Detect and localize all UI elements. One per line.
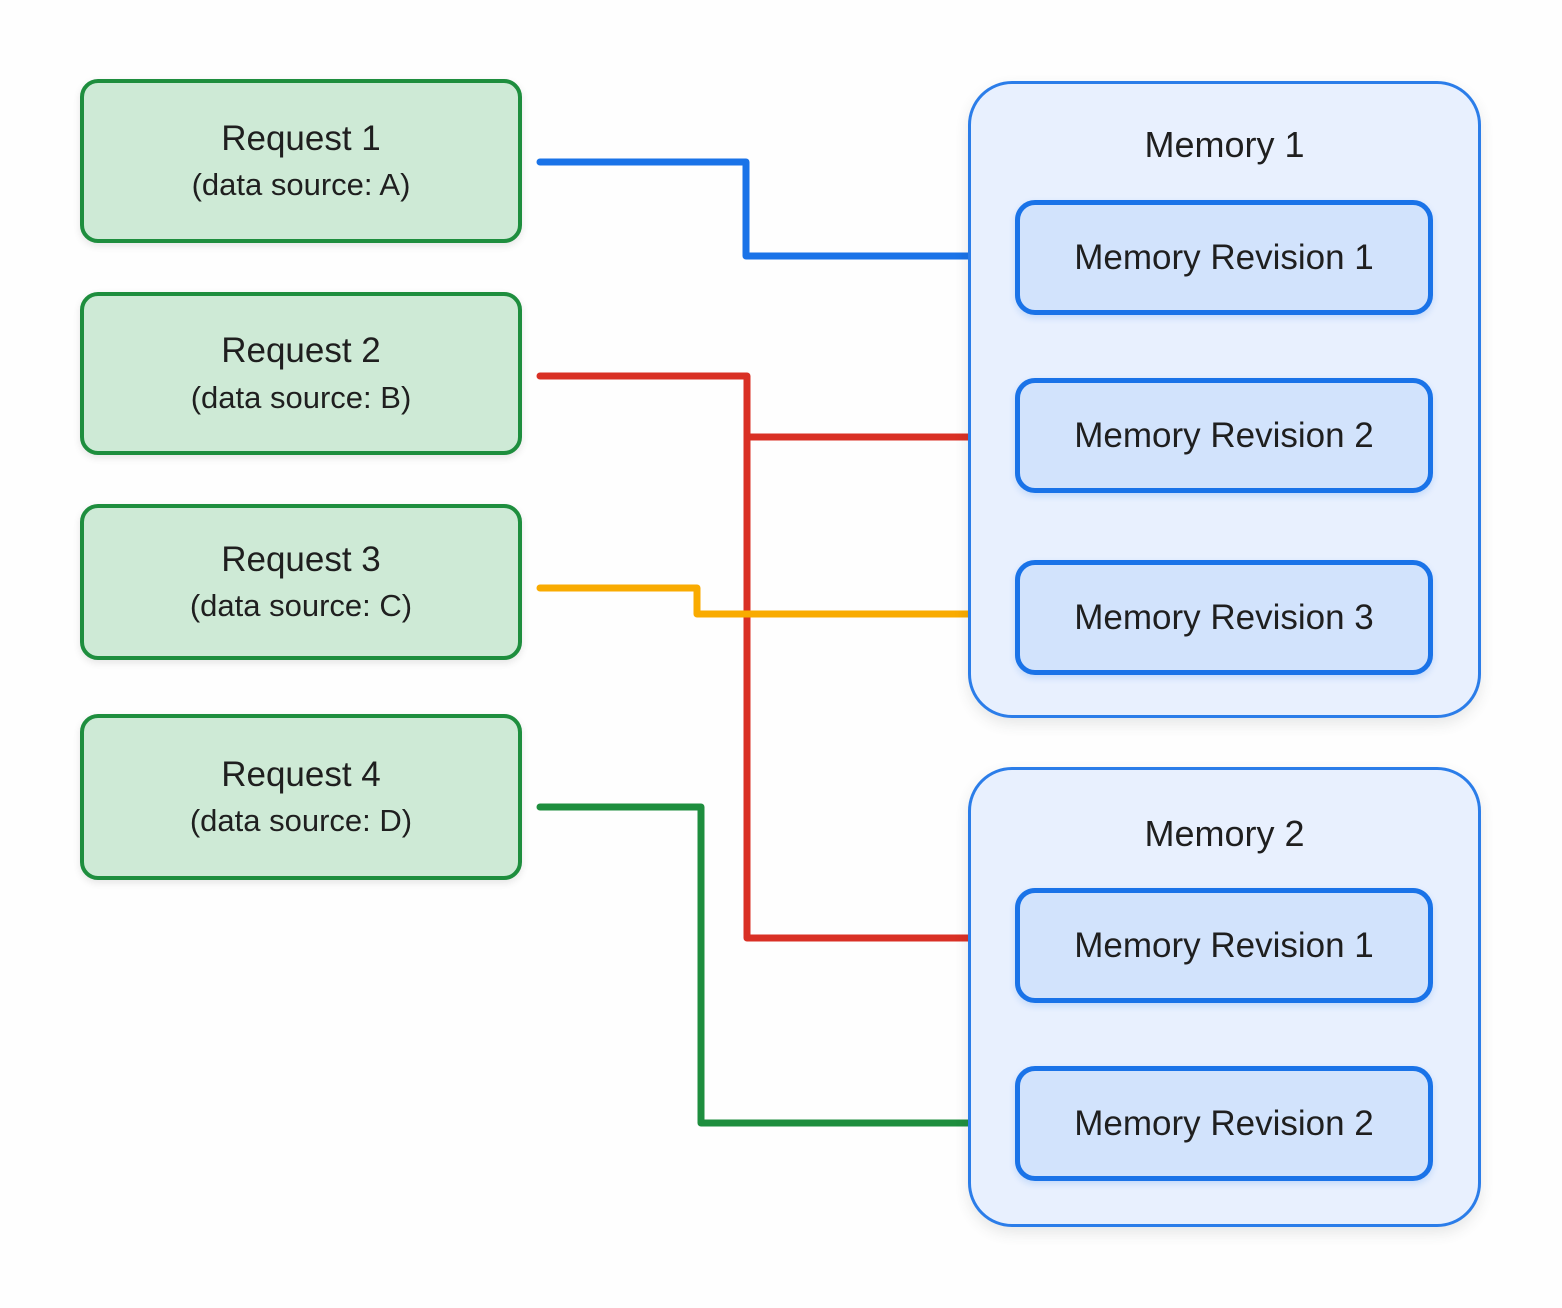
request-1-title: Request 1 xyxy=(221,118,381,158)
request-3-title: Request 3 xyxy=(221,539,381,579)
arrow-request1-to-memory1-revision1 xyxy=(536,158,1010,276)
request-3-box: Request 3 (data source: C) xyxy=(80,504,522,660)
request-4-box: Request 4 (data source: D) xyxy=(80,714,522,880)
memory-1-revision-1: Memory Revision 1 xyxy=(1015,200,1433,315)
memory-2-revision-2: Memory Revision 2 xyxy=(1015,1066,1433,1181)
memory-2-title: Memory 2 xyxy=(1144,813,1305,854)
request-2-box: Request 2 (data source: B) xyxy=(80,292,522,455)
request-2-subtitle: (data source: B) xyxy=(190,379,412,415)
request-1-box: Request 1 (data source: A) xyxy=(80,79,522,243)
request-4-title: Request 4 xyxy=(221,754,381,794)
arrow-request4-to-memory2-revision2 xyxy=(536,803,1010,1143)
memory-2-revision-1: Memory Revision 1 xyxy=(1015,888,1433,1003)
arrow-request2-to-memory1-revision2 xyxy=(536,372,1010,457)
memory-1-title: Memory 1 xyxy=(1144,124,1305,165)
memory-2-container: Memory 2 Memory Revision 1 Memory Revisi… xyxy=(968,767,1481,1227)
request-1-subtitle: (data source: A) xyxy=(191,167,411,203)
request-3-subtitle: (data source: C) xyxy=(189,588,413,624)
memory-1-revision-3: Memory Revision 3 xyxy=(1015,560,1433,675)
request-2-title: Request 2 xyxy=(221,331,381,371)
request-4-subtitle: (data source: D) xyxy=(189,803,413,839)
memory-1-revision-2: Memory Revision 2 xyxy=(1015,378,1433,493)
arrow-request3-to-memory1-revision3 xyxy=(536,584,1010,634)
memory-1-container: Memory 1 Memory Revision 1 Memory Revisi… xyxy=(968,81,1481,718)
